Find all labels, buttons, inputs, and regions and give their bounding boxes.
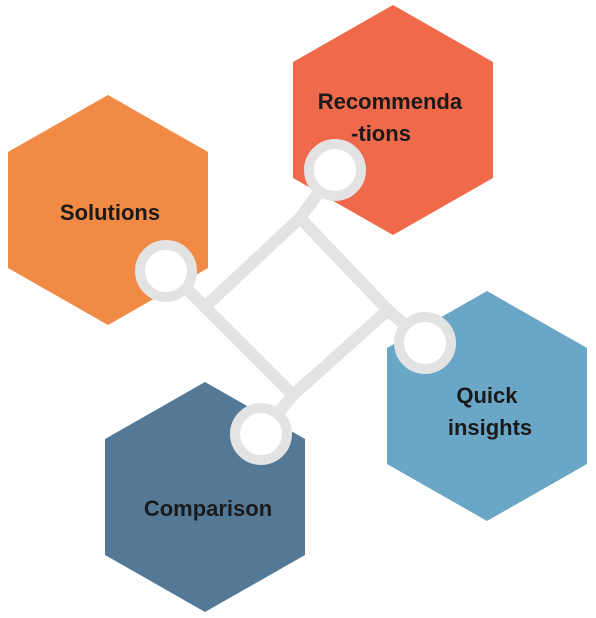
label-comparison: Comparison bbox=[144, 496, 272, 521]
node-ring-comparison bbox=[230, 403, 292, 465]
connector-line bbox=[199, 301, 299, 401]
label-solutions: Solutions bbox=[60, 200, 160, 225]
connector-line bbox=[294, 212, 394, 316]
node-ring-quick-insights bbox=[394, 312, 456, 374]
connector-line bbox=[199, 212, 306, 313]
label-quick-insights: Quick insights bbox=[448, 383, 532, 440]
label-recommendations: Recommenda -tions bbox=[318, 89, 468, 146]
node-ring-recommendations bbox=[304, 139, 366, 201]
node-ring-solutions bbox=[135, 240, 197, 302]
connector-line bbox=[287, 304, 394, 401]
hexagon-recommendations bbox=[293, 5, 493, 235]
